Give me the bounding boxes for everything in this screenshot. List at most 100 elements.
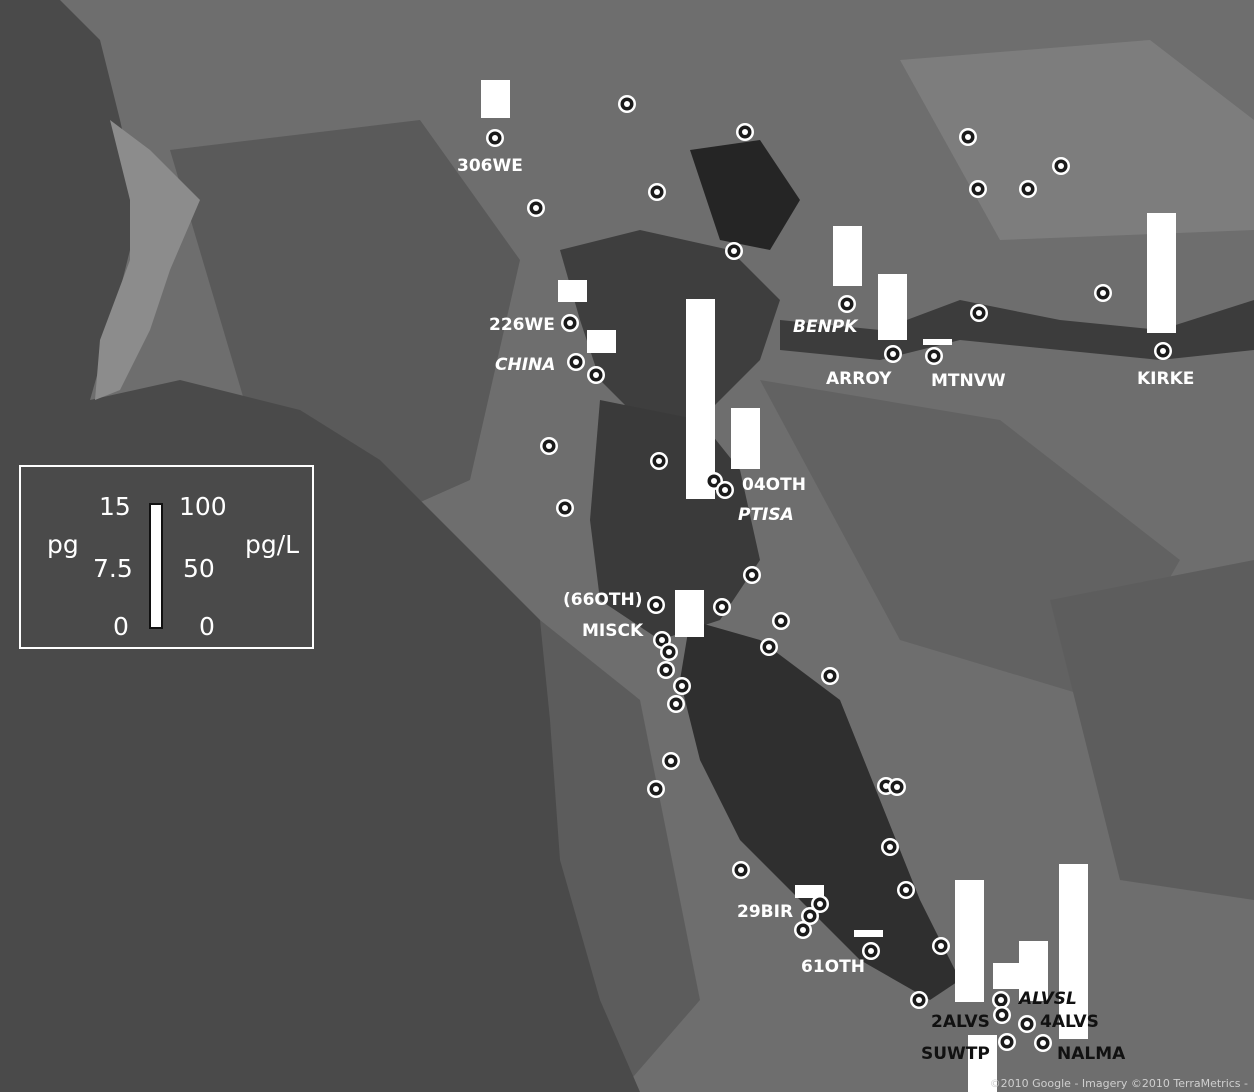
label-61oth: 61OTH [801, 957, 865, 977]
label-misck: MISCK [582, 621, 644, 641]
bar-4alvs [1019, 941, 1048, 1001]
station-marker [647, 596, 665, 614]
station-marker [1052, 157, 1070, 175]
station-marker [556, 499, 574, 517]
station-marker [527, 199, 545, 217]
bar-29bir [795, 885, 824, 898]
station-marker [970, 304, 988, 322]
station-marker [993, 1006, 1011, 1024]
station-marker [486, 129, 504, 147]
bar-04oth-tall [686, 299, 715, 499]
station-marker [587, 366, 605, 384]
label-ptisa: PTISA [738, 505, 794, 525]
bar-ptisa [731, 408, 760, 469]
label-04oth: 04OTH [742, 475, 806, 495]
bar-kirke [1147, 213, 1176, 333]
bar-misck [675, 590, 704, 637]
station-marker [1154, 342, 1172, 360]
station-markers [486, 95, 1172, 1052]
bar-226we [558, 280, 587, 302]
pacific-ocean [0, 0, 640, 1092]
bar-61oth [854, 930, 883, 937]
station-marker [725, 242, 743, 260]
bar-suwtp [968, 1035, 997, 1092]
station-marker [732, 861, 750, 879]
label-china: CHINA [495, 355, 555, 375]
station-marker [821, 667, 839, 685]
north-marsh [690, 140, 800, 250]
label-306we: 306WE [457, 156, 523, 176]
station-marker [932, 937, 950, 955]
station-marker [925, 347, 943, 365]
station-marker [618, 95, 636, 113]
station-marker [992, 991, 1010, 1009]
station-marker [998, 1033, 1016, 1051]
legend-scale-bar [149, 503, 163, 629]
label-alvsl: ALVSL [1017, 989, 1077, 1009]
station-marker [1034, 1034, 1052, 1052]
station-marker [1019, 180, 1037, 198]
bar-nalma [1059, 864, 1088, 1039]
station-marker [561, 314, 579, 332]
label-mtnvw: MTNVW [931, 371, 1006, 391]
station-marker [673, 677, 691, 695]
station-marker [801, 907, 819, 925]
bar-2alvs [955, 880, 984, 1002]
legend-left-tick-mid: 7.5 [93, 554, 133, 583]
station-marker [648, 183, 666, 201]
bar-306we [481, 80, 510, 118]
station-marker [794, 921, 812, 939]
station-marker [1018, 1015, 1036, 1033]
station-marker [881, 838, 899, 856]
station-marker [897, 881, 915, 899]
station-marker [660, 643, 678, 661]
label-kirke: KIRKE [1137, 369, 1194, 389]
station-marker [969, 180, 987, 198]
bar-benpk [833, 226, 862, 286]
station-labels: 306WE 226WE CHINA BENPK ARROY MTNVW KIRK… [457, 156, 1194, 1064]
legend-left-tick-bottom: 0 [113, 612, 129, 641]
map-credit: ©2010 Google - Imagery ©2010 TerraMetric… [989, 1077, 1248, 1090]
station-marker [736, 123, 754, 141]
legend-left-unit: pg [47, 530, 79, 559]
station-marker [657, 661, 675, 679]
station-marker [811, 895, 829, 913]
legend-right-tick-bottom: 0 [199, 612, 215, 641]
label-66oth: (66OTH) [563, 590, 642, 610]
station-marker [772, 612, 790, 630]
station-marker [910, 991, 928, 1009]
station-marker [650, 452, 668, 470]
station-marker [716, 481, 734, 499]
label-nalma: NALMA [1057, 1044, 1126, 1064]
bar-alvsl [993, 963, 1022, 989]
label-4alvs: 4ALVS [1040, 1012, 1099, 1032]
south-bay [680, 620, 960, 1000]
station-marker [760, 638, 778, 656]
legend-right-unit: pg/L [245, 530, 300, 559]
legend-right-tick-mid: 50 [183, 554, 215, 583]
station-marker [743, 566, 761, 584]
station-marker [884, 345, 902, 363]
bar-china [587, 330, 616, 353]
bar-mtnvw [923, 339, 952, 345]
label-226we: 226WE [489, 315, 555, 335]
station-marker [862, 942, 880, 960]
station-marker [713, 598, 731, 616]
station-marker [667, 695, 685, 713]
station-marker [662, 752, 680, 770]
san-pablo-bay [560, 230, 780, 420]
peninsula [95, 120, 200, 400]
label-arroy: ARROY [826, 369, 892, 389]
station-marker [540, 437, 558, 455]
central-bay [590, 400, 760, 640]
station-marker [1094, 284, 1112, 302]
suisun-bay [780, 300, 1254, 360]
label-2alvs: 2ALVS [931, 1012, 990, 1032]
station-marker [647, 780, 665, 798]
label-benpk: BENPK [793, 317, 859, 337]
legend-box: pg 15 7.5 0 100 50 0 pg/L [19, 465, 314, 649]
station-marker [959, 128, 977, 146]
bar-arroy [878, 274, 907, 340]
label-29bir: 29BIR [737, 902, 793, 922]
